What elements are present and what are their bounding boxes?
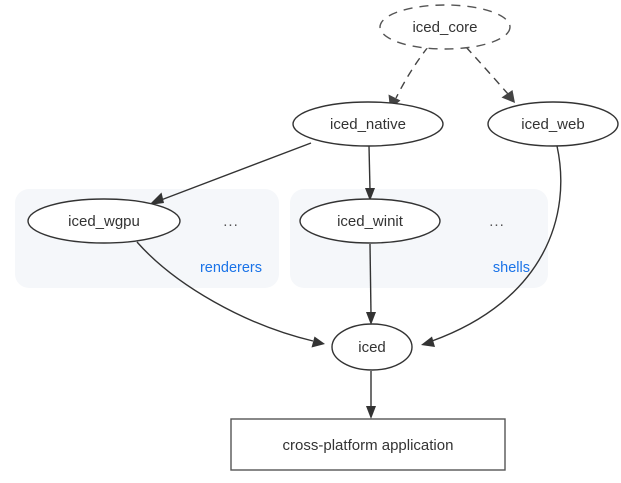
node-iced-core[interactable]: iced_core — [379, 4, 511, 50]
node-application[interactable]: cross-platform application — [230, 418, 506, 471]
node-iced-wgpu[interactable]: iced_wgpu — [27, 198, 181, 244]
edge-iced-core-to-iced-native — [388, 46, 429, 109]
node-iced[interactable]: iced — [331, 323, 413, 371]
iced-wgpu-ellipse — [27, 198, 181, 244]
application-rect — [230, 418, 506, 471]
edge-iced-winit-to-iced — [366, 243, 376, 325]
iced-winit-ellipse — [299, 198, 441, 244]
edge-iced-web-to-iced — [421, 145, 562, 347]
iced-web-ellipse — [487, 101, 619, 147]
edge-iced-to-application — [366, 371, 376, 419]
node-iced-native[interactable]: iced_native — [292, 101, 444, 147]
iced-core-ellipse — [379, 4, 511, 50]
node-iced-winit[interactable]: iced_winit — [299, 198, 441, 244]
edge-iced-wgpu-to-iced — [136, 241, 325, 348]
renderers-ellipsis: ... — [223, 213, 239, 230]
cluster-label-renderers: renderers — [200, 260, 262, 276]
edge-iced-native-to-iced-winit — [365, 145, 375, 201]
iced-ellipse — [331, 323, 413, 371]
node-iced-web[interactable]: iced_web — [487, 101, 619, 147]
iced-native-ellipse — [292, 101, 444, 147]
shells-ellipsis: ... — [489, 213, 505, 230]
edge-iced-native-to-iced-wgpu — [149, 142, 312, 205]
cluster-label-shells: shells — [493, 260, 530, 276]
edge-iced-core-to-iced-web — [465, 46, 515, 103]
